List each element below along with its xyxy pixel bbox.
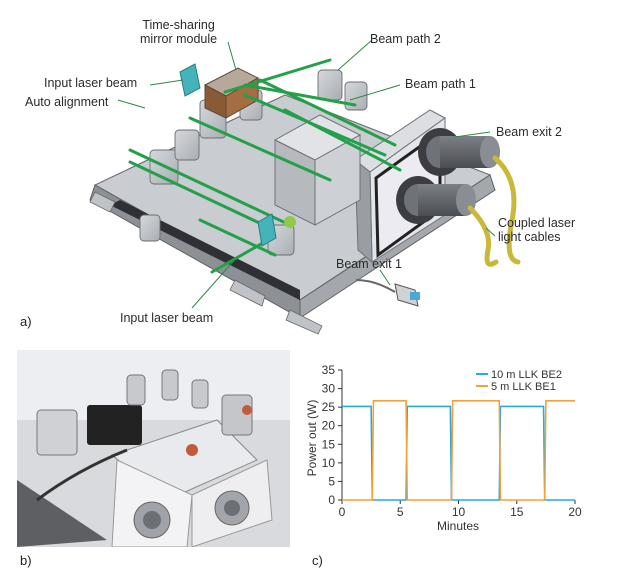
label-time-sharing-line2: mirror module [140,32,218,46]
photo-optics [36,369,253,456]
chart-x-tick-label: 0 [339,505,346,519]
photo-housing [110,419,273,547]
chart-y-tick-label: 35 [322,363,336,377]
chart-y-tick-label: 30 [322,382,336,396]
chart-series-line-2 [342,400,575,501]
chart-x-tick-label: 15 [510,505,524,519]
module-illustration [89,39,521,335]
beam-exit-1-plug [355,279,420,307]
chart-series-line-1 [342,405,575,501]
chart-y-tick-label: 15 [322,437,336,451]
chart-y-tick-label: 20 [322,419,336,433]
label-input-laser-beam-bottom: Input laser beam [120,311,214,325]
beam-exit-2-connector [418,128,500,176]
chart-x-tick-label: 5 [397,505,404,519]
module-photo [17,350,290,547]
label-time-sharing-mirror-module: Time-sharing mirror module [140,18,217,46]
label-time-sharing-line1: Time-sharing [142,18,215,32]
chart-x-tick-label: 20 [568,505,582,519]
time-sharing-mirror-module [203,67,260,119]
panel-c-letter: c) [312,553,323,568]
panel-b-letter: b) [20,553,32,568]
input-beam-mounts [179,63,296,247]
laser-light-cables [467,155,521,267]
chart-legend-label: 10 m LLK BE2 [491,369,562,381]
label-coupled-line2: light cables [498,230,561,244]
label-auto-alignment: Auto alignment [25,95,109,109]
label-beam-exit-1: Beam exit 1 [336,257,403,271]
chart-y-tick-label: 5 [328,474,335,488]
panel-a-letter: a) [20,314,32,329]
chart-x-axis-label: Minutes [437,519,479,533]
chart-y-axis-label: Power out (W) [305,400,319,477]
chart-y-tick-label: 10 [322,456,336,470]
chart-legend-label: 5 m LLK BE1 [491,381,556,393]
label-coupled-laser-light-cables: Coupled laser light cables [498,216,575,244]
chart-y-tick-label: 25 [322,400,336,414]
leader-lines [117,39,496,309]
chart-y-tick-label: 0 [328,493,335,507]
green-beam-paths [128,58,402,274]
label-coupled-line1: Coupled laser [498,216,576,230]
label-input-laser-beam-top: Input laser beam [44,76,138,90]
chart-x-tick-label: 10 [452,505,466,519]
label-beam-path-2: Beam path 2 [370,32,441,46]
label-beam-exit-2: Beam exit 2 [496,125,563,139]
label-beam-path-1: Beam path 1 [405,77,476,91]
